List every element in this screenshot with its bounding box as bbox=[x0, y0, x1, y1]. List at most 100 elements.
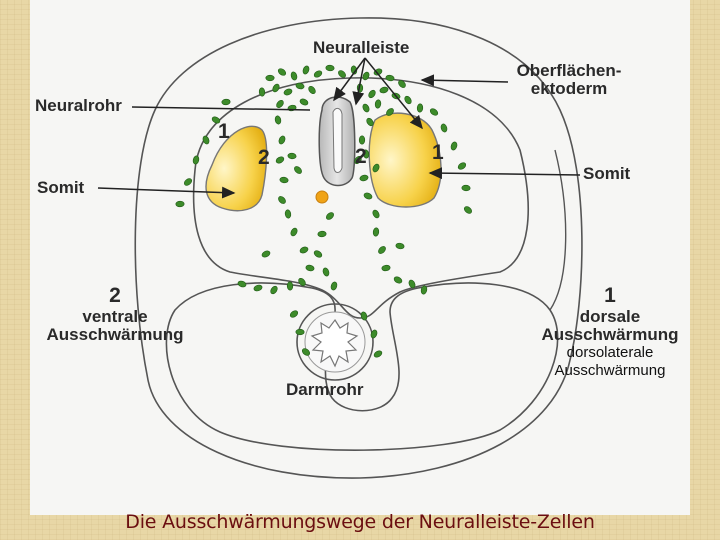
neural-crest-cell bbox=[279, 176, 289, 184]
neural-crest-cell bbox=[183, 178, 193, 186]
neural-crest-cells bbox=[175, 64, 472, 358]
neural-crest-cell bbox=[295, 328, 305, 336]
neural-crest-cell bbox=[464, 206, 472, 214]
neural-crest-cell bbox=[274, 115, 282, 125]
label-ventral-line1: ventrale bbox=[82, 307, 148, 326]
label-ventral-line2: Ausschwärmung bbox=[46, 325, 184, 344]
neural-crest-cell bbox=[237, 280, 247, 288]
figure-panel: 1 2 2 1 Neuralleiste Oberflächen- ektode… bbox=[30, 0, 690, 515]
neural-crest-cell bbox=[368, 89, 376, 99]
coelom-outline bbox=[165, 282, 559, 451]
neural-crest-cell bbox=[275, 156, 285, 164]
neural-crest-cell bbox=[360, 311, 368, 321]
neural-crest-cell bbox=[278, 135, 286, 145]
neural-crest-cell bbox=[366, 117, 374, 127]
neural-crest-cell bbox=[359, 174, 369, 182]
neural-crest-cell bbox=[461, 184, 471, 192]
label-ventral-group: 2 ventrale Ausschwärmung bbox=[30, 284, 200, 344]
neural-crest-cell bbox=[457, 162, 467, 170]
neural-crest-cell bbox=[299, 246, 309, 254]
neural-crest-cell bbox=[290, 71, 298, 81]
neural-crest-cell bbox=[416, 103, 424, 113]
pointer-somit-right bbox=[428, 167, 581, 180]
neural-crest-cell bbox=[299, 98, 309, 106]
dorsolateral-outline bbox=[549, 149, 567, 311]
neural-crest-cell bbox=[385, 74, 395, 82]
label-dorsal-line2: Ausschwärmung bbox=[541, 325, 679, 344]
neural-crest-cell bbox=[363, 192, 373, 200]
neural-crest-cell bbox=[284, 209, 292, 219]
neural-crest-cell bbox=[283, 88, 293, 96]
somite-right bbox=[368, 112, 442, 208]
neural-crest-cell bbox=[253, 284, 263, 292]
neural-crest-cell bbox=[362, 149, 370, 159]
neural-crest-cell bbox=[272, 83, 280, 93]
neural-tube-lumen bbox=[332, 107, 343, 173]
neural-crest-cell bbox=[287, 152, 297, 160]
neural-crest-cell bbox=[295, 82, 305, 90]
neural-crest-cell bbox=[372, 163, 380, 173]
label-darmrohr: Darmrohr bbox=[286, 380, 364, 399]
embryo-outer-outline bbox=[134, 17, 583, 479]
neural-crest-cell bbox=[393, 276, 403, 284]
label-neuralrohr: Neuralrohr bbox=[35, 96, 122, 115]
neural-crest-cell bbox=[221, 98, 231, 106]
notochord bbox=[315, 190, 329, 204]
neural-crest-cell bbox=[373, 350, 383, 358]
label-somit-left: Somit bbox=[37, 178, 85, 197]
neural-crest-cell bbox=[372, 227, 380, 237]
label-oberflaechenektoderm-line1: Oberflächen- bbox=[516, 61, 622, 80]
label-somit-right: Somit bbox=[583, 164, 631, 183]
neural-crest-cell bbox=[313, 70, 323, 78]
neural-crest-cell bbox=[450, 141, 458, 151]
neural-crest-cell bbox=[404, 95, 412, 105]
neural-crest-cell bbox=[290, 227, 298, 237]
neural-crest-cell bbox=[440, 123, 448, 133]
label-dorsal-line1: dorsale bbox=[579, 307, 641, 326]
label-dorsal-group: 1 dorsale Ausschwärmung dorsolaterale Au… bbox=[530, 284, 690, 380]
neural-crest-cell bbox=[270, 285, 278, 295]
neural-crest-cell bbox=[308, 85, 316, 95]
neural-crest-cell bbox=[370, 329, 378, 339]
label-dorsolateral-line1: dorsolaterale bbox=[566, 344, 654, 361]
neural-crest-cell bbox=[298, 278, 306, 286]
neural-crest-cell bbox=[326, 212, 334, 220]
path-number-left-outer: 1 bbox=[218, 120, 230, 143]
neural-crest-cell bbox=[289, 310, 299, 318]
pointer-neuralleiste-right bbox=[364, 57, 423, 130]
slide-caption: Die Ausschwärmungswege der Neuralleiste-… bbox=[125, 511, 595, 533]
neural-crest-cell bbox=[301, 348, 311, 356]
neural-crest-cell bbox=[305, 264, 315, 272]
neural-crest-cell bbox=[420, 285, 428, 295]
neural-crest-cell bbox=[398, 80, 406, 88]
neural-crest-cell bbox=[338, 70, 346, 78]
neural-crest-cell bbox=[379, 86, 389, 94]
neural-crest-cell bbox=[408, 279, 416, 289]
pointer-somit-left bbox=[97, 186, 236, 199]
neural-crest-cell bbox=[175, 200, 185, 208]
path-number-right-outer: 1 bbox=[432, 141, 444, 164]
label-oberflaechenektoderm-line2: ektoderm bbox=[530, 79, 608, 98]
label-ventral-number: 2 bbox=[109, 284, 121, 307]
neural-crest-cell bbox=[374, 99, 382, 109]
pointer-neuralleiste-left bbox=[333, 57, 366, 102]
neural-crest-cell bbox=[330, 281, 338, 291]
pointer-neuralleiste-mid bbox=[352, 57, 366, 106]
neural-crest-cell bbox=[294, 166, 302, 174]
gut-tube-outer bbox=[296, 303, 374, 381]
path-number-left-inner: 2 bbox=[258, 146, 270, 169]
neural-crest-cell bbox=[362, 71, 370, 81]
neural-crest-cell bbox=[395, 242, 405, 250]
label-oberflaechenektoderm: Oberflächen- ektoderm bbox=[504, 62, 634, 98]
neural-crest-cell bbox=[286, 281, 294, 291]
neural-crest-cell bbox=[265, 74, 275, 82]
embryo-cross-section-diagram bbox=[97, 17, 583, 479]
neural-crest-cell bbox=[277, 68, 287, 76]
neural-crest-cell bbox=[386, 108, 394, 116]
label-dorsal-number: 1 bbox=[604, 284, 616, 307]
neural-crest-cell bbox=[313, 250, 323, 258]
neural-crest-cell bbox=[192, 155, 200, 165]
neural-crest-cell bbox=[302, 65, 310, 75]
neural-crest-cell bbox=[211, 116, 221, 124]
somite-left bbox=[205, 125, 268, 212]
